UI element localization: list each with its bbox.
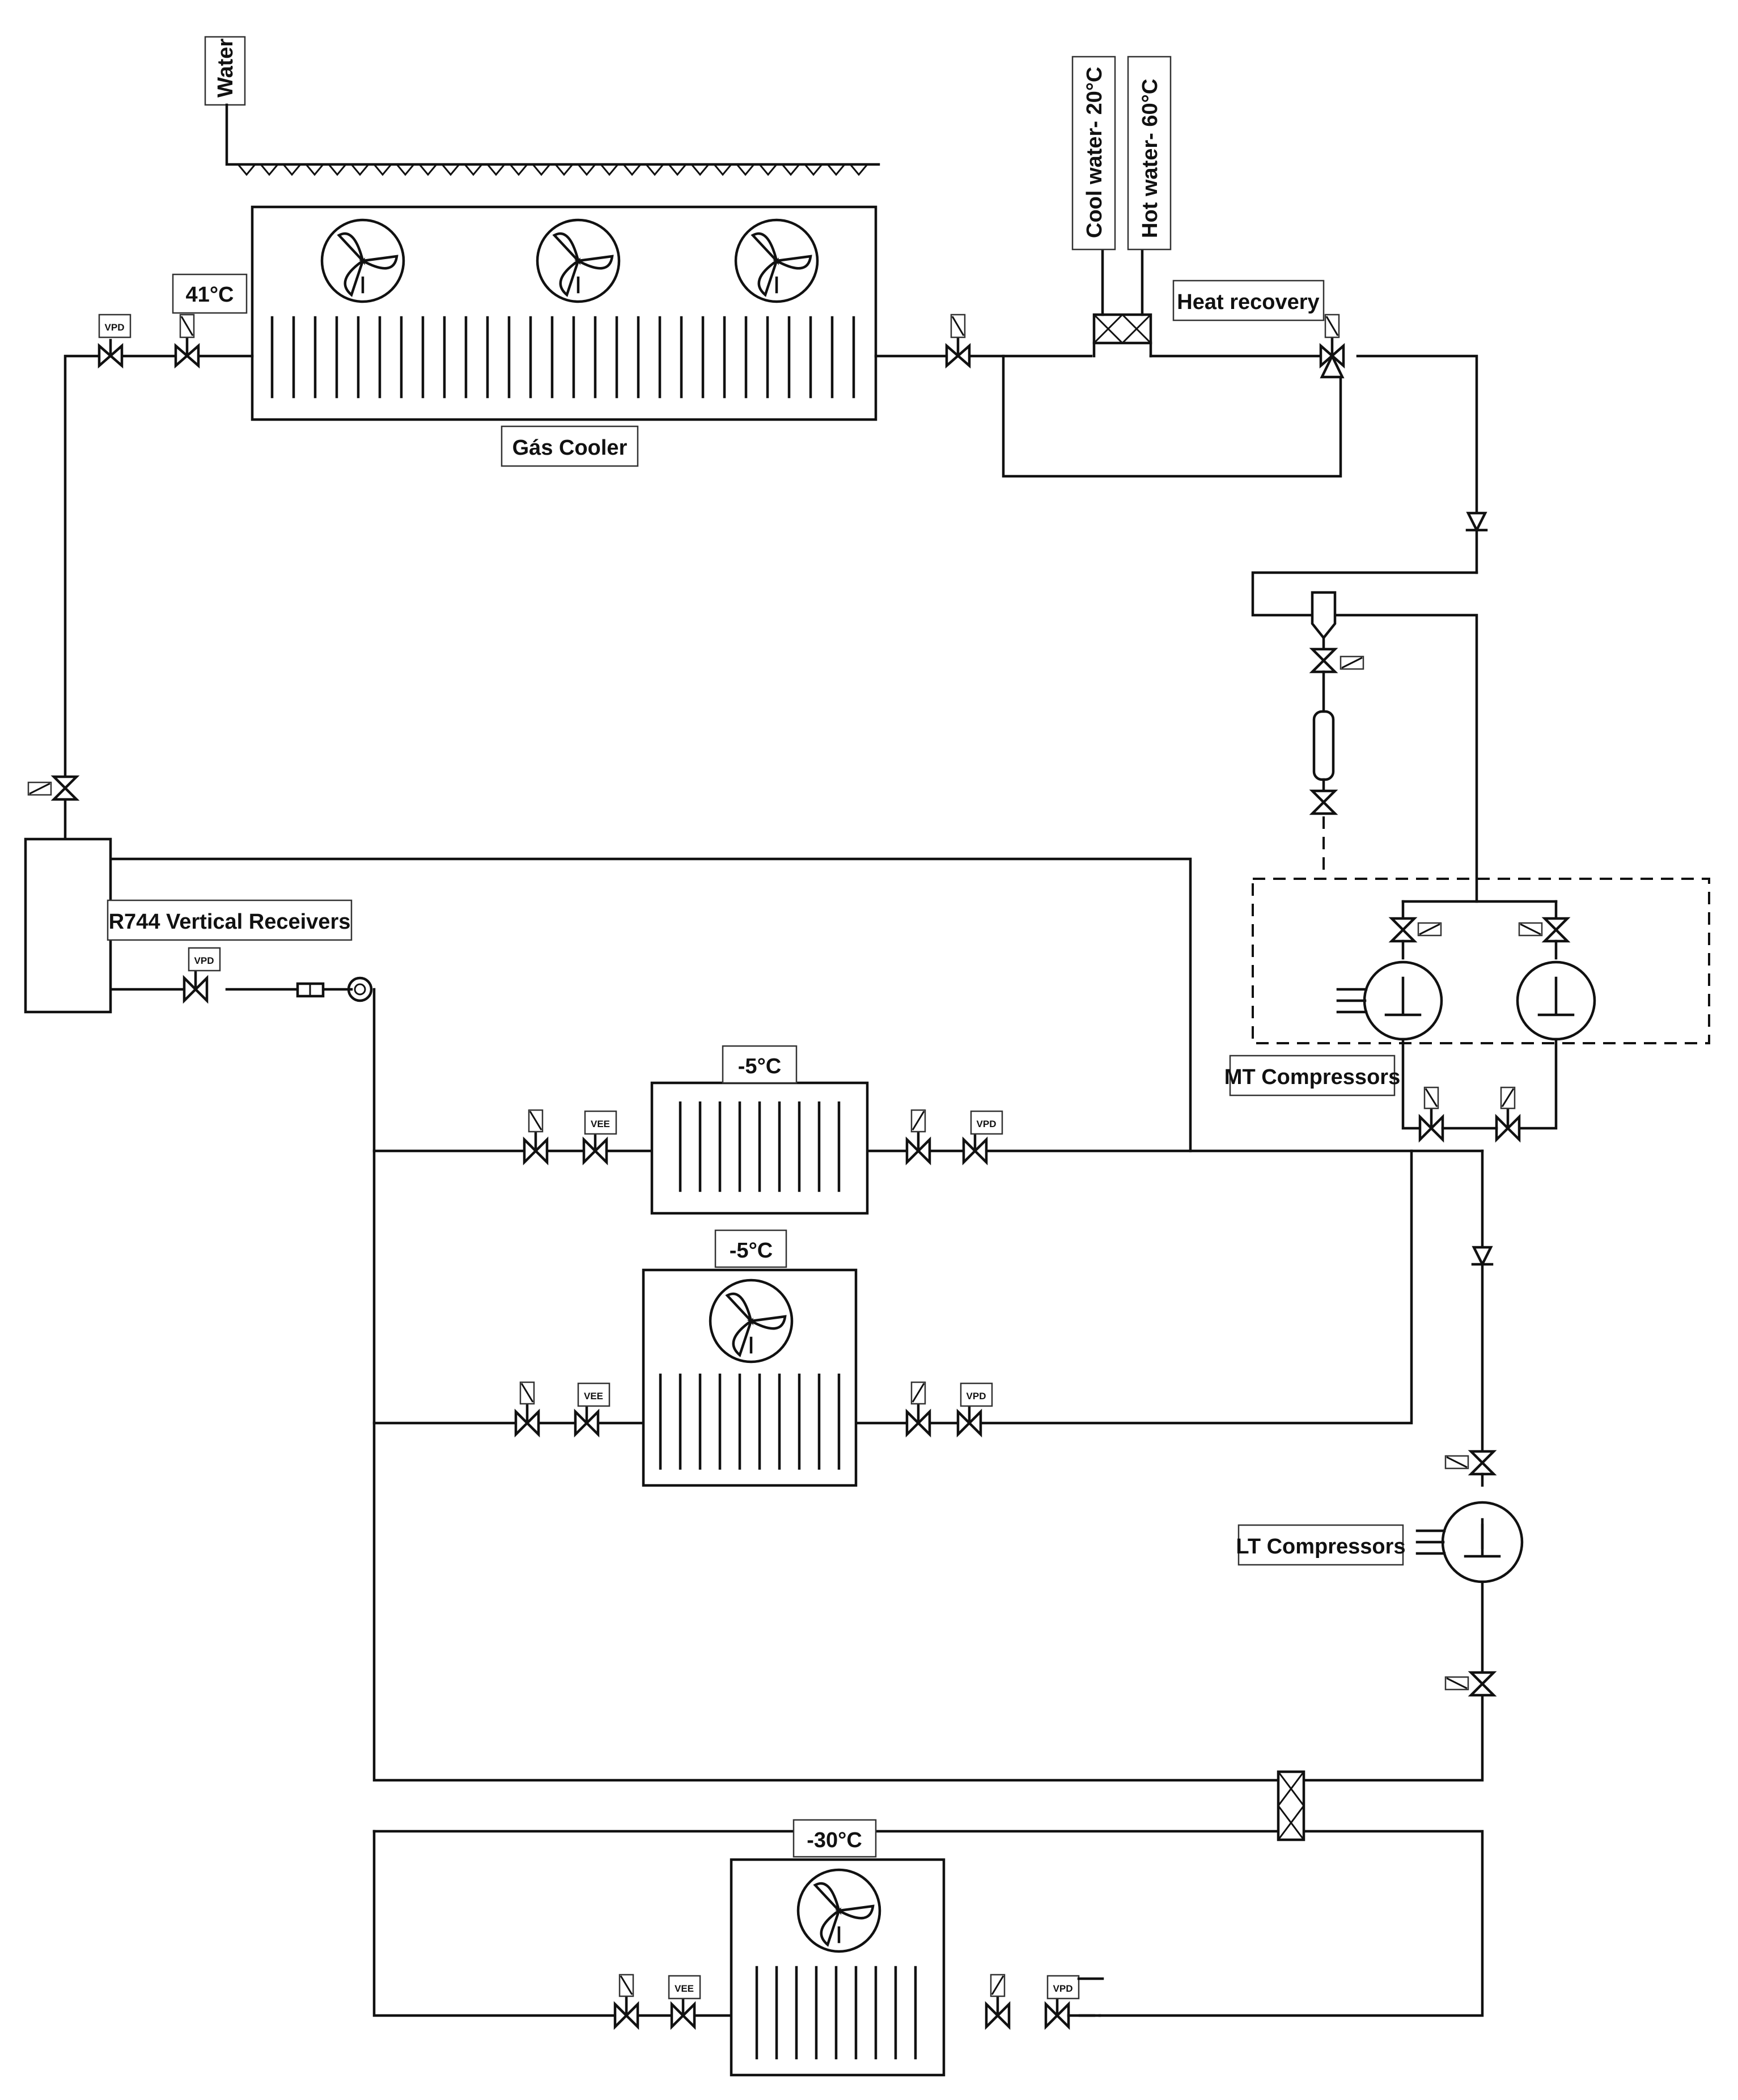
valve-tag-vpd: VPD bbox=[977, 1119, 997, 1129]
compressor-icon bbox=[1516, 960, 1596, 1041]
gas-cooler: Gás Cooler 41°C bbox=[172, 205, 878, 467]
evaporator-1-temp: -5°C bbox=[738, 1055, 781, 1078]
fan-icon bbox=[320, 218, 405, 303]
cool-water-box bbox=[1071, 56, 1116, 251]
cascade-heat-exchanger bbox=[1277, 1770, 1305, 1841]
valve-tag-vee: VEE bbox=[591, 1119, 610, 1129]
valve-tag-vpd: VPD bbox=[967, 1391, 986, 1402]
water-label: Water bbox=[214, 39, 238, 98]
hot-water-box bbox=[1127, 56, 1172, 251]
fan-icon bbox=[796, 1868, 881, 1953]
heat-recovery-box bbox=[1172, 280, 1325, 321]
oil-separator bbox=[1309, 591, 1364, 876]
lt-compressors-box bbox=[1237, 1524, 1404, 1566]
valve-tag-vpd: VPD bbox=[105, 322, 125, 333]
heat-recovery-label: Heat recovery bbox=[1177, 290, 1319, 314]
heat-exchanger bbox=[1092, 313, 1152, 345]
evaporator-2: -5°C VEE VPD bbox=[514, 1229, 993, 1487]
solenoid-valve-icon bbox=[27, 775, 80, 801]
valve-tag-vee: VEE bbox=[584, 1391, 603, 1402]
gas-cooler-label: Gás Cooler bbox=[512, 436, 628, 460]
solenoid-valve-icon bbox=[174, 314, 200, 369]
receiver-label-box bbox=[107, 899, 353, 941]
valve-tag-vpd: VPD bbox=[194, 955, 214, 966]
check-valve-icon bbox=[1465, 511, 1488, 534]
valve-tag-vpd: VPD bbox=[1053, 1983, 1073, 1994]
lt-compressors-label: LT Compressors bbox=[1236, 1535, 1405, 1559]
valve-icon: VPD bbox=[98, 314, 132, 369]
evaporator-3-temp: -30°C bbox=[807, 1828, 862, 1852]
fan-icon bbox=[536, 218, 621, 303]
gas-cooler-temp-box bbox=[172, 273, 248, 314]
water-label-box bbox=[204, 36, 246, 106]
compressor-icon bbox=[1415, 1501, 1524, 1584]
evaporator-3-body bbox=[730, 1858, 946, 2077]
filter-drier bbox=[1312, 710, 1335, 781]
mt-compressors-label: MT Compressors bbox=[1224, 1065, 1400, 1089]
receiver-label: R744 Vertical Receivers bbox=[109, 910, 351, 934]
fan-icon bbox=[709, 1278, 794, 1364]
solenoid-valve-icon bbox=[945, 314, 971, 369]
evaporator-3-temp-box bbox=[792, 1819, 877, 1858]
receiver-vessel bbox=[24, 837, 112, 1014]
three-way-valve-icon bbox=[1319, 314, 1345, 379]
evaporator-3: -30°C VEE VPD bbox=[613, 1819, 1104, 2077]
evaporator-2-temp-box bbox=[714, 1229, 787, 1268]
mt-compressors-box bbox=[1229, 1055, 1396, 1096]
gas-cooler-coil bbox=[270, 316, 855, 399]
gas-cooler-label-box bbox=[501, 425, 639, 467]
mt-compressor-rack: MT Compressors bbox=[1224, 878, 1710, 1143]
compressor-icon bbox=[1336, 960, 1443, 1041]
evaporator-1: -5°C VEE VPD bbox=[523, 1045, 1003, 1215]
hot-water-label: Hot water- 60°C bbox=[1138, 79, 1162, 238]
valve-tag-vee: VEE bbox=[675, 1983, 694, 1994]
fan-icon bbox=[734, 218, 819, 303]
cool-water-label: Cool water- 20°C bbox=[1083, 67, 1107, 238]
gas-cooler-body bbox=[251, 205, 878, 421]
receiver: R744 Vertical Receivers VPD bbox=[24, 837, 373, 1014]
filter-icon bbox=[347, 976, 373, 1002]
heat-recovery: Cool water- 20°C Hot water- 60°C Heat re… bbox=[1071, 56, 1325, 358]
evaporator-1-temp-box bbox=[722, 1045, 798, 1084]
check-valve-icon bbox=[1471, 1246, 1494, 1268]
lt-compressor: LT Compressors bbox=[1236, 1450, 1524, 1697]
gas-cooler-temp: 41°C bbox=[186, 283, 234, 307]
evaporator-2-temp: -5°C bbox=[730, 1239, 773, 1263]
water-spray: Water bbox=[204, 36, 880, 176]
evaporator-2-body bbox=[642, 1268, 858, 1487]
